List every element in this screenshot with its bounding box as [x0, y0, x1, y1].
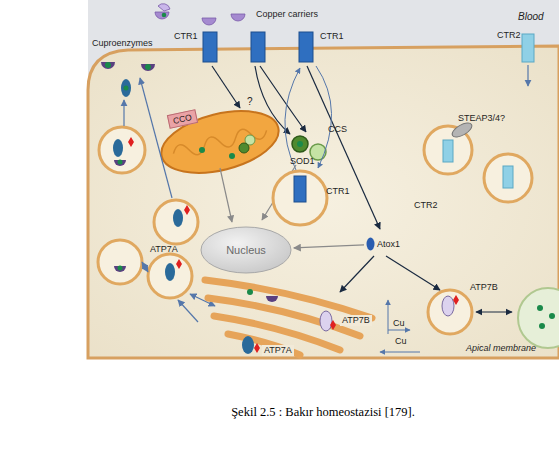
nucleus-ellipse: Nucleus [200, 226, 292, 274]
ion-label: Cu [393, 318, 405, 329]
protein-label: CTR1 [174, 31, 198, 42]
region-label: Apical membrane [466, 343, 536, 354]
protein-label: ATP7A [150, 244, 178, 255]
protein-label: STEAP3/4? [458, 113, 505, 124]
protein-label: ATP7B [470, 282, 498, 293]
chaperone-label: CCS [328, 124, 347, 135]
protein-label: CTR2 [414, 200, 438, 211]
node-text: Nucleus [226, 244, 266, 256]
protein-label: ATP7B [340, 315, 372, 326]
protein-label: CTR2 [497, 30, 521, 41]
carrier-label: Copper carriers [256, 9, 318, 20]
pathway-arrow [294, 245, 364, 248]
protein-label: Atox1 [366, 237, 400, 251]
question-mark: ? [247, 96, 253, 107]
enzyme-label: Cuproenzymes [92, 38, 153, 49]
protein-oval [366, 237, 375, 251]
node-text: CCO [172, 112, 193, 126]
region-label: Blood [518, 11, 544, 22]
ion-label: Cu [395, 336, 407, 347]
protein-label: CTR1 [326, 186, 350, 197]
protein-label: CTR1 [320, 31, 344, 42]
figure-caption: Şekil 2.5 : Bakır homeostazisi [179]. [90, 405, 556, 420]
protein-label: ATP7A [262, 345, 294, 356]
node-text: Atox1 [377, 237, 400, 251]
enzyme-label: SOD1 [290, 156, 315, 167]
